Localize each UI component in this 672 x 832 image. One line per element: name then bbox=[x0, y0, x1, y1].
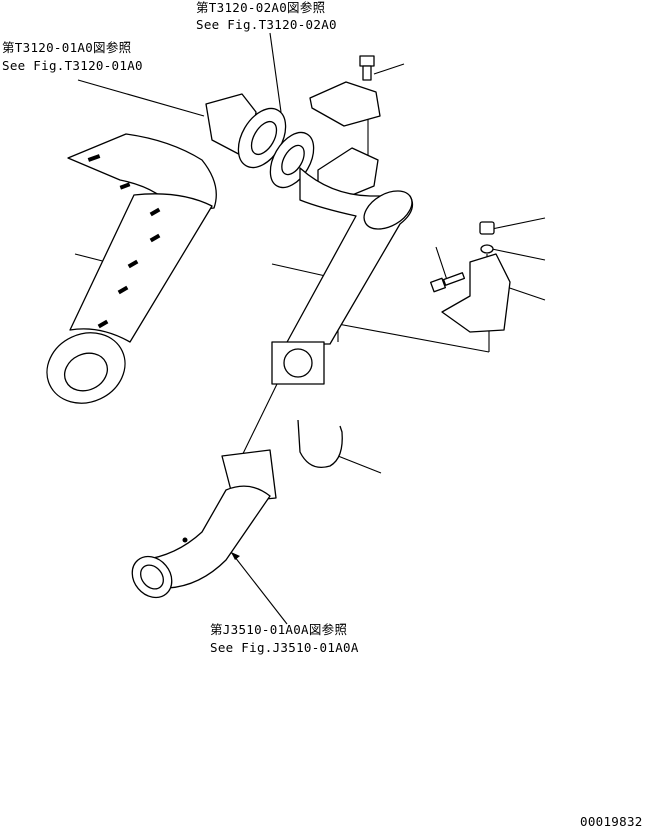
bracket-bolt-head bbox=[430, 277, 446, 293]
left-pipe-top-shield bbox=[67, 133, 217, 213]
main-pipe[interactable] bbox=[271, 147, 419, 385]
reference-t3120-02a0-en: See Fig.T3120-02A0 bbox=[196, 17, 337, 32]
leader-u-bolt bbox=[337, 455, 382, 474]
gasket-bore bbox=[281, 144, 305, 176]
reference-t3120-02a0[interactable]: 第T3120-02A0図参照 See Fig.T3120-02A0 bbox=[196, 0, 337, 32]
mounting-plate[interactable] bbox=[309, 81, 381, 127]
leader-bracket-link-a bbox=[337, 323, 490, 353]
drawing-number: 00019832 bbox=[580, 814, 643, 829]
lower-curved-pipe[interactable] bbox=[124, 449, 277, 605]
u-bolt[interactable] bbox=[297, 419, 343, 469]
lower-pipe-end-bore bbox=[140, 564, 164, 590]
top-bolt-head bbox=[359, 55, 375, 67]
reference-j3510-01a0a-jp: 第J3510-01A0A図参照 bbox=[210, 622, 347, 637]
bracket[interactable] bbox=[441, 253, 511, 333]
bracket-bolt-shank bbox=[442, 272, 466, 286]
leader-t3120-01a0 bbox=[77, 79, 205, 117]
lower-pipe-body bbox=[141, 485, 271, 589]
adapter-flange-bore bbox=[250, 120, 278, 156]
reference-t3120-02a0-jp: 第T3120-02A0図参照 bbox=[196, 0, 325, 15]
left-perforated-pipe[interactable] bbox=[35, 133, 217, 416]
top-bolt-shank bbox=[362, 65, 372, 81]
left-pipe-end-bore bbox=[64, 352, 108, 392]
washer[interactable] bbox=[480, 244, 494, 254]
left-pipe-body bbox=[69, 193, 213, 343]
leader-washer bbox=[491, 248, 546, 261]
leader-bolt-top bbox=[373, 63, 405, 75]
leader-bracket-bolt bbox=[435, 246, 448, 281]
top-bolt[interactable] bbox=[359, 55, 375, 81]
left-pipe-slots bbox=[87, 154, 161, 329]
leader-j3510-01a0a bbox=[230, 551, 288, 625]
nut[interactable] bbox=[479, 221, 495, 235]
leader-j3510-arrowhead bbox=[231, 552, 240, 560]
lower-pipe-boss bbox=[182, 537, 188, 543]
reference-j3510-01a0a-en: See Fig.J3510-01A0A bbox=[210, 640, 359, 655]
reference-j3510-01a0a[interactable]: 第J3510-01A0A図参照 See Fig.J3510-01A0A bbox=[210, 622, 359, 655]
nut-body bbox=[479, 221, 495, 235]
main-pipe-flange-bore bbox=[283, 348, 313, 378]
leader-nut bbox=[491, 217, 546, 230]
bracket-bolt[interactable] bbox=[430, 272, 466, 293]
leader-main-pipe bbox=[271, 263, 331, 278]
reference-t3120-01a0-jp: 第T3120-01A0図参照 bbox=[2, 40, 131, 55]
main-pipe-end bbox=[363, 190, 413, 230]
reference-t3120-01a0-en: See Fig.T3120-01A0 bbox=[2, 58, 143, 73]
leader-t3120-02a0 bbox=[269, 32, 282, 113]
reference-t3120-01a0[interactable]: 第T3120-01A0図参照 See Fig.T3120-01A0 bbox=[2, 40, 143, 73]
